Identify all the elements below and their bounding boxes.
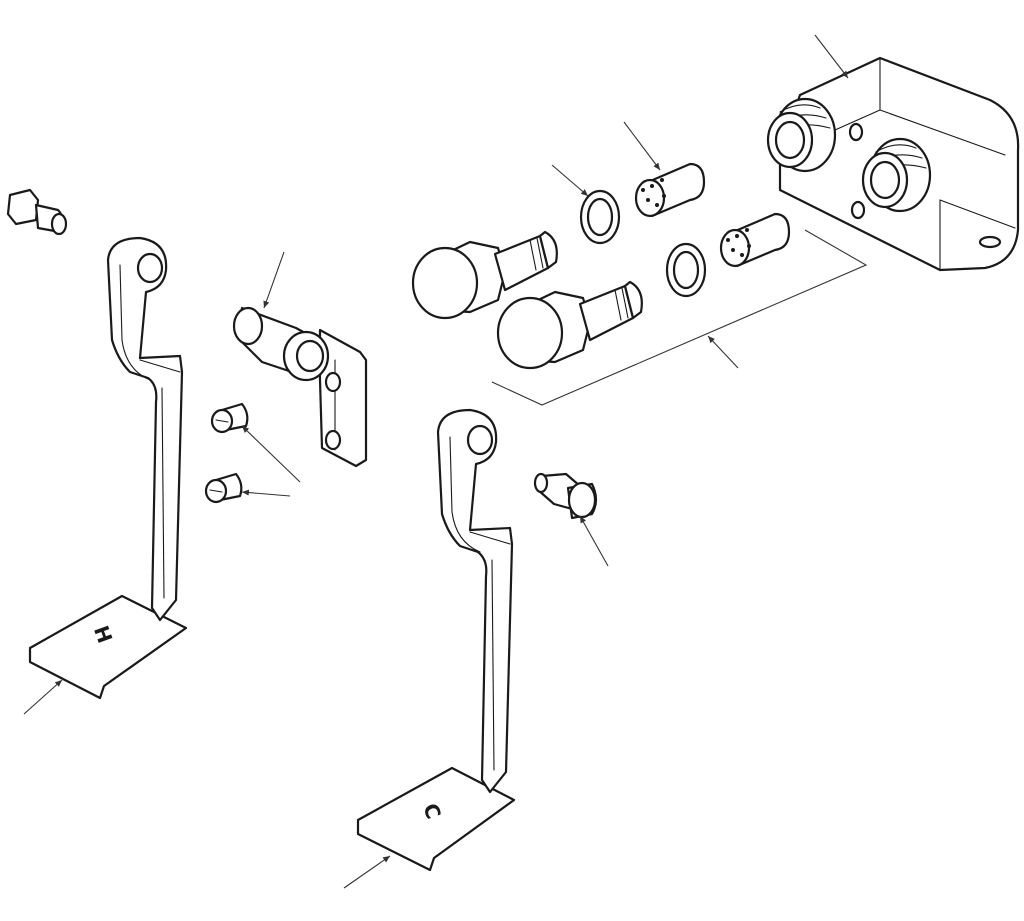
strainer-1 — [634, 162, 706, 218]
leader-check-valve-group — [707, 335, 739, 369]
leader-pedal-hot — [23, 679, 63, 715]
leader-screw-2 — [241, 489, 291, 497]
screw-1 — [210, 402, 249, 434]
pedal-cold: C — [356, 408, 516, 872]
threaded-port-1 — [766, 97, 837, 173]
check-valve-1 — [411, 230, 558, 320]
threaded-port-2 — [861, 137, 932, 213]
valve-body — [766, 56, 1020, 272]
pedal-hot: H — [28, 236, 188, 700]
leader-plug-middle — [579, 515, 609, 567]
check-valve-2 — [496, 280, 643, 370]
o-ring-2 — [665, 242, 707, 298]
leader-screw-1 — [241, 425, 301, 483]
leader-pivot-pin — [263, 251, 285, 309]
screw-2 — [204, 472, 243, 504]
leader-strainer — [623, 121, 661, 171]
leader-pedal-cold — [343, 855, 391, 889]
plug-middle — [533, 472, 598, 520]
pedal-hot-letter: H — [89, 622, 117, 646]
leader-o-ring — [551, 164, 589, 197]
strainer-2 — [719, 212, 791, 268]
group-bracket — [491, 229, 868, 406]
leader-valve-body — [814, 34, 849, 79]
plug-top-left — [6, 188, 68, 236]
pivot-bracket-assembly — [232, 306, 368, 468]
o-ring-1 — [579, 189, 621, 245]
